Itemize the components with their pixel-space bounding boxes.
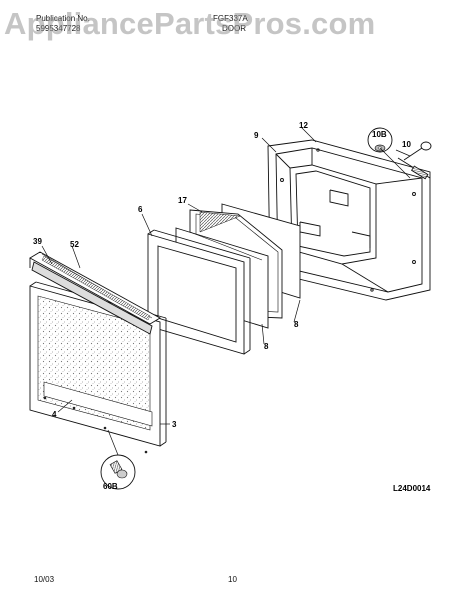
callout-6: 6 [138, 205, 143, 214]
model-number: FGF337A [213, 14, 248, 23]
publication-label: Publication No. [36, 14, 90, 23]
screws [43, 396, 148, 454]
callout-60b: 60B [103, 482, 118, 491]
callout-17: 17 [178, 196, 187, 205]
outer-door-panel [29, 281, 167, 447]
section-title: DOOR [222, 24, 246, 33]
door-handle [29, 251, 161, 335]
door-spring-10 [397, 141, 432, 180]
leader-lines [41, 127, 411, 456]
callout-9: 9 [254, 131, 259, 140]
publication-number: 5995347728 [36, 24, 81, 33]
callout-4: 4 [52, 410, 57, 419]
callout-12: 12 [299, 121, 308, 130]
window-frame [147, 229, 251, 355]
callout-52: 52 [70, 240, 79, 249]
callout-8-lower: 8 [264, 342, 269, 351]
callout-10b: 10B [372, 130, 387, 139]
footer-page-number: 10 [228, 575, 237, 584]
diagram-code: L24D0014 [393, 484, 431, 493]
hinge-bubble-10b [367, 127, 393, 153]
callout-3: 3 [172, 420, 177, 429]
callout-39: 39 [33, 237, 42, 246]
footer-date: 10/03 [34, 575, 55, 584]
callout-8-upper: 8 [294, 320, 299, 329]
watermark-logo: AppliancePartsPros.com [4, 6, 376, 41]
callout-10: 10 [402, 140, 411, 149]
